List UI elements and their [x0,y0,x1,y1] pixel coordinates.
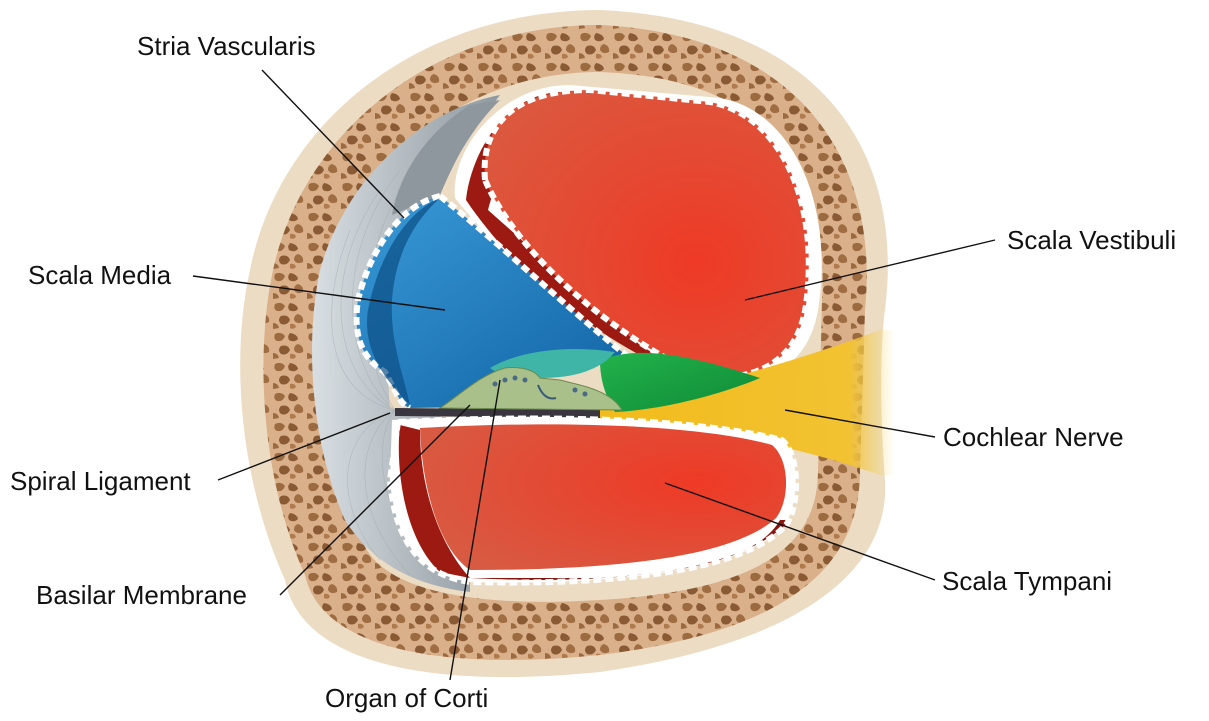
label-organ-of-corti: Organ of Corti [325,683,488,713]
label-basilar-membrane: Basilar Membrane [36,580,247,610]
label-scala-media: Scala Media [28,260,172,290]
label-cochlear-nerve: Cochlear Nerve [943,422,1124,452]
label-scala-vestibuli: Scala Vestibuli [1007,225,1176,255]
label-spiral-ligament: Spiral Ligament [10,466,191,496]
label-stria-vascularis: Stria Vascularis [137,31,316,61]
label-scala-tympani: Scala Tympani [942,566,1112,596]
